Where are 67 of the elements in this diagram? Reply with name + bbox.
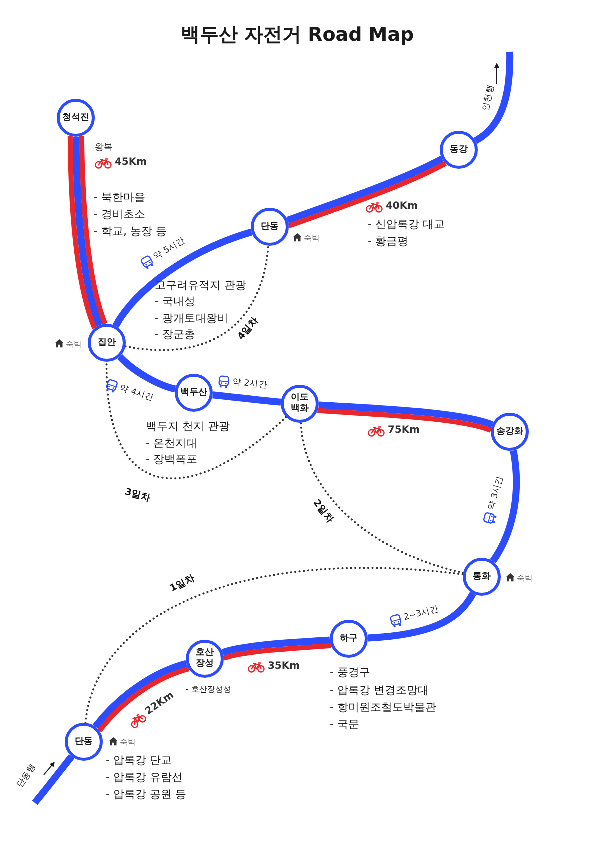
route-line <box>223 643 332 661</box>
lodging-label: 숙박 <box>517 572 533 584</box>
lodging-label: 숙박 <box>66 338 82 350</box>
list-item: - 장백폭포 <box>146 452 198 468</box>
list-item: - 학교, 농장 등 <box>94 224 167 238</box>
route-line <box>68 136 98 330</box>
lodging-label: 숙박 <box>120 736 136 748</box>
station-node: 백두산 <box>175 374 213 412</box>
route-line <box>112 228 253 328</box>
dotted-route-line <box>300 422 464 574</box>
station-node: 단동 <box>251 208 289 246</box>
title: 백두산 자전거 Road Map <box>180 23 416 47</box>
list-item: - 압록강 공원 등 <box>106 788 186 802</box>
station-node: 호산 장성 <box>186 640 224 678</box>
list-item: - 압록강 변경조망대 <box>330 684 429 698</box>
list-item: - 항미원조철도박물관 <box>330 700 436 716</box>
route-line <box>98 666 190 733</box>
station-node: 청석진 <box>57 99 95 137</box>
dotted-route-line <box>124 244 270 352</box>
edge-label: 약 4시간 <box>118 384 156 405</box>
list-item: - 압록강 단교 <box>106 754 172 768</box>
route-line <box>288 161 447 228</box>
edge-label: 3일차 <box>124 486 152 506</box>
route-line <box>490 450 520 564</box>
edge-label: 약 3시간 <box>486 474 507 512</box>
dotted-route-line <box>106 361 288 480</box>
route-line <box>222 636 330 656</box>
section-heading: 백두지 천지 관광 <box>146 420 230 434</box>
section-heading: 고구려유적지 관광 <box>155 278 246 294</box>
list-item: - 온천지대 <box>146 436 198 452</box>
station-node: 송강화 <box>491 413 529 451</box>
list-item: - 국내성 <box>155 294 196 310</box>
station-node: 하구 <box>330 620 368 658</box>
edge-label: 40Km <box>386 201 418 213</box>
list-item: - 신압록강 대교 <box>368 218 445 232</box>
edge-label: 인천행 <box>481 84 497 112</box>
edge-label: 45Km <box>114 157 148 169</box>
dotted-route-line <box>84 567 464 724</box>
list-item: - 황금평 <box>368 234 408 250</box>
route-line <box>368 592 476 642</box>
list-item: - 경비초소 <box>94 208 146 222</box>
list-item: - 북한마을 <box>94 190 146 206</box>
edge-label: 약 2시간 <box>232 377 268 392</box>
station-node: 통화 <box>463 558 501 596</box>
trip-note: 왕복 <box>95 143 113 155</box>
route-line <box>318 402 494 428</box>
station-node: 동강 <box>440 131 478 169</box>
list-item: - 장군총 <box>155 328 196 342</box>
list-item: - 풍경구 <box>330 666 370 680</box>
station-node: 집안 <box>88 324 126 362</box>
route-line <box>474 52 514 144</box>
route-line <box>318 408 492 433</box>
edge-label: 35Km <box>268 661 300 673</box>
route-line <box>92 660 188 730</box>
lodging-label: 숙박 <box>304 232 320 244</box>
route-line <box>118 354 176 393</box>
route-line <box>286 156 444 224</box>
list-item: - 광개토대왕비 <box>155 312 228 326</box>
list-item: - 호산장성성 <box>186 684 232 696</box>
edge-label: 75Km <box>388 425 420 437</box>
list-item: - 압록강 유람선 <box>106 770 183 786</box>
station-node: 이도 백화 <box>281 385 319 423</box>
route-line <box>212 392 282 406</box>
list-item: - 국문 <box>330 718 360 732</box>
station-node: 단동 <box>65 723 103 761</box>
route-line <box>79 136 108 325</box>
route-line <box>72 136 104 327</box>
